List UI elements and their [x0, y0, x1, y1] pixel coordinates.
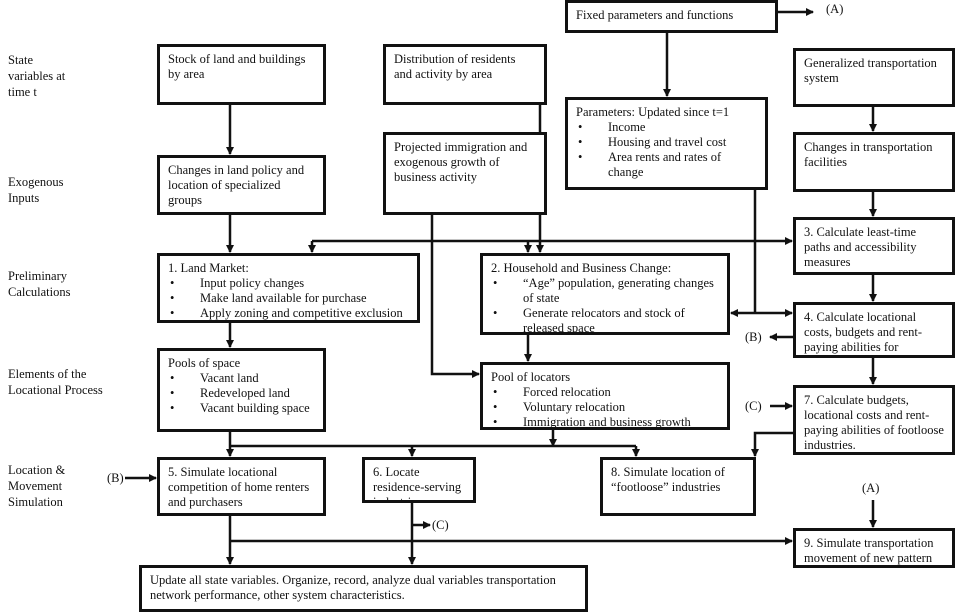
- box-title: Stock of land and buildings by area: [168, 52, 306, 81]
- box-title: Distribution of residents and activity b…: [394, 52, 516, 81]
- box-title: 9. Simulate transportation movement of n…: [804, 536, 934, 565]
- connector-a-bottom: (A): [862, 481, 880, 495]
- list-item: Forced relocation: [491, 385, 719, 400]
- box-title: 7. Calculate budgets, locational costs a…: [804, 393, 944, 452]
- connector-c-out: (C): [432, 518, 449, 532]
- box-title: 1. Land Market:: [168, 261, 249, 275]
- box-title: Generalized transportation system: [804, 56, 937, 85]
- row-label-exogenous: Exogenous Inputs: [8, 175, 64, 205]
- box-5-simulate-competition: 5. Simulate locational competition of ho…: [157, 457, 326, 516]
- box-title: Changes in land policy and location of s…: [168, 163, 305, 207]
- list-item: “Age” population, generating changes of …: [491, 276, 719, 306]
- box-title: 5. Simulate locational competition of ho…: [168, 465, 310, 509]
- box-2-household-business: 2. Household and Business Change: “Age” …: [480, 253, 730, 335]
- box-7-footloose-budgets: 7. Calculate budgets, locational costs a…: [793, 385, 955, 455]
- box-6-residence-serving: 6. Locate residence-serving industries: [362, 457, 476, 503]
- box-title: 6. Locate residence-serving industries: [373, 465, 462, 503]
- box-fixed-parameters: Fixed parameters and functions: [565, 0, 778, 33]
- box-title: Parameters: Updated since t=1: [576, 105, 730, 119]
- box-land-policy: Changes in land policy and location of s…: [157, 155, 326, 215]
- list-item: Housing and travel cost: [576, 135, 757, 150]
- box-title: Update all state variables. Organize, re…: [150, 573, 556, 602]
- list-item: Immigration and business growth: [491, 415, 719, 427]
- box-8-footloose-location: 8. Simulate location of “footloose” indu…: [600, 457, 756, 516]
- row-label-elements: Elements of the Locational Process: [8, 367, 103, 397]
- box-4-locational-costs: 4. Calculate locational costs, budgets a…: [793, 302, 955, 358]
- connector-a-top: (A): [826, 2, 844, 16]
- box-1-land-market: 1. Land Market: Input policy changesMake…: [157, 253, 420, 323]
- box-3-least-time: 3. Calculate least-time paths and access…: [793, 217, 955, 275]
- list-item: Voluntary relocation: [491, 400, 719, 415]
- list-item: Apply zoning and competitive exclusion: [168, 306, 409, 320]
- box-title: Fixed parameters and functions: [576, 8, 734, 22]
- connector-c-in: (C): [745, 399, 762, 413]
- box-title: 8. Simulate location of “footloose” indu…: [611, 465, 725, 494]
- box-title: 4. Calculate locational costs, budgets a…: [804, 310, 923, 354]
- box-title: 3. Calculate least-time paths and access…: [804, 225, 917, 269]
- list-item: Vacant land: [168, 371, 315, 386]
- box-pools-of-space: Pools of space Vacant landRedeveloped la…: [157, 348, 326, 432]
- list-item: Generate relocators and stock of release…: [491, 306, 719, 332]
- connector-b-out: (B): [745, 330, 762, 344]
- list-item: Vacant building space: [168, 401, 315, 416]
- list-item: Income: [576, 120, 757, 135]
- box-generalized-transport: Generalized transportation system: [793, 48, 955, 107]
- list-item: Redeveloped land: [168, 386, 315, 401]
- box-title: Changes in transportation facilities: [804, 140, 933, 169]
- box-projected-immigration: Projected immigration and exogenous grow…: [383, 132, 547, 215]
- box-pool-of-locators: Pool of locators Forced relocationVolunt…: [480, 362, 730, 430]
- box-title: Projected immigration and exogenous grow…: [394, 140, 528, 184]
- row-label-simulation: Location & Movement Simulation: [8, 463, 66, 509]
- box-parameters: Parameters: Updated since t=1 IncomeHous…: [565, 97, 768, 190]
- box-title: Pool of locators: [491, 370, 571, 384]
- box-transport-changes: Changes in transportation facilities: [793, 132, 955, 192]
- box-distribution: Distribution of residents and activity b…: [383, 44, 547, 105]
- box-stock-land: Stock of land and buildings by area: [157, 44, 326, 105]
- row-label-state: State variables at time t: [8, 53, 66, 99]
- list-item: Make land available for purchase: [168, 291, 409, 306]
- box-title: Pools of space: [168, 356, 241, 370]
- box-update-state: Update all state variables. Organize, re…: [139, 565, 588, 612]
- box-title: 2. Household and Business Change:: [491, 261, 672, 275]
- list-item: Input policy changes: [168, 276, 409, 291]
- list-item: Area rents and rates of change: [576, 150, 757, 180]
- arrow-projected-to-locators: [430, 215, 480, 378]
- arrow-7-to-8: [751, 431, 793, 457]
- row-label-preliminary: Preliminary Calculations: [8, 269, 71, 299]
- connector-b-in: (B): [107, 471, 124, 485]
- box-9-transport-movement: 9. Simulate transportation movement of n…: [793, 528, 955, 568]
